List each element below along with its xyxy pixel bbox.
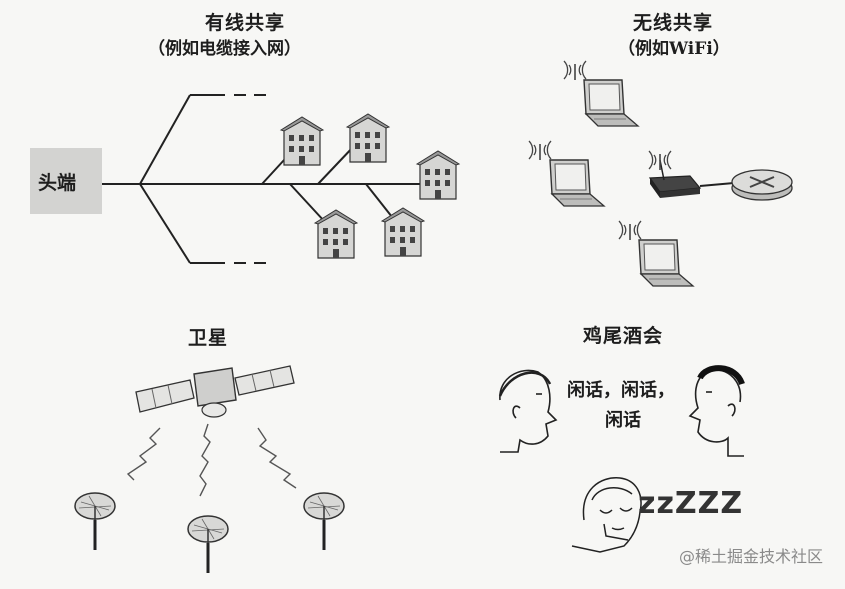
house-icon	[416, 150, 460, 200]
headend-box	[30, 148, 102, 214]
speech-line-1: 闲话，闲话，	[567, 380, 675, 401]
router-icon	[731, 169, 793, 201]
laptop-icon	[638, 239, 694, 287]
laptop-icon	[549, 159, 605, 207]
wifi-waves-icon	[563, 60, 587, 81]
person-right-icon	[688, 365, 745, 457]
cable-network	[102, 94, 428, 264]
wifi-waves-icon	[528, 140, 552, 161]
watermark: @稀土掘金技术社区	[678, 547, 823, 566]
wired-subtitle: （例如电缆接入网）	[148, 39, 301, 59]
satellite-title: 卫星	[188, 327, 229, 349]
wifi-waves-icon	[618, 220, 642, 241]
wireless-title: 无线共享	[633, 12, 714, 34]
sleep-text: zzZZZ	[638, 486, 744, 521]
wireless-subtitle: （例如WiFi）	[618, 39, 730, 59]
person-left-icon	[498, 369, 558, 453]
satellite-icon	[135, 365, 295, 418]
house-icon	[280, 116, 324, 166]
dish-icon	[186, 514, 230, 575]
speech-line-2: 闲话	[605, 410, 641, 431]
dish-icon	[302, 491, 346, 552]
dish-icon	[73, 491, 117, 552]
house-icon	[381, 207, 425, 257]
wired-title: 有线共享	[205, 12, 286, 34]
house-icon	[346, 113, 390, 163]
headend-label: 头端	[38, 172, 77, 194]
cocktail-title: 鸡尾酒会	[583, 325, 664, 347]
laptop-icon	[583, 79, 639, 127]
signal-bolts	[126, 423, 297, 497]
ap-router-link	[699, 182, 735, 187]
sleeping-face-icon	[571, 477, 642, 553]
access-point-icon	[648, 150, 702, 198]
